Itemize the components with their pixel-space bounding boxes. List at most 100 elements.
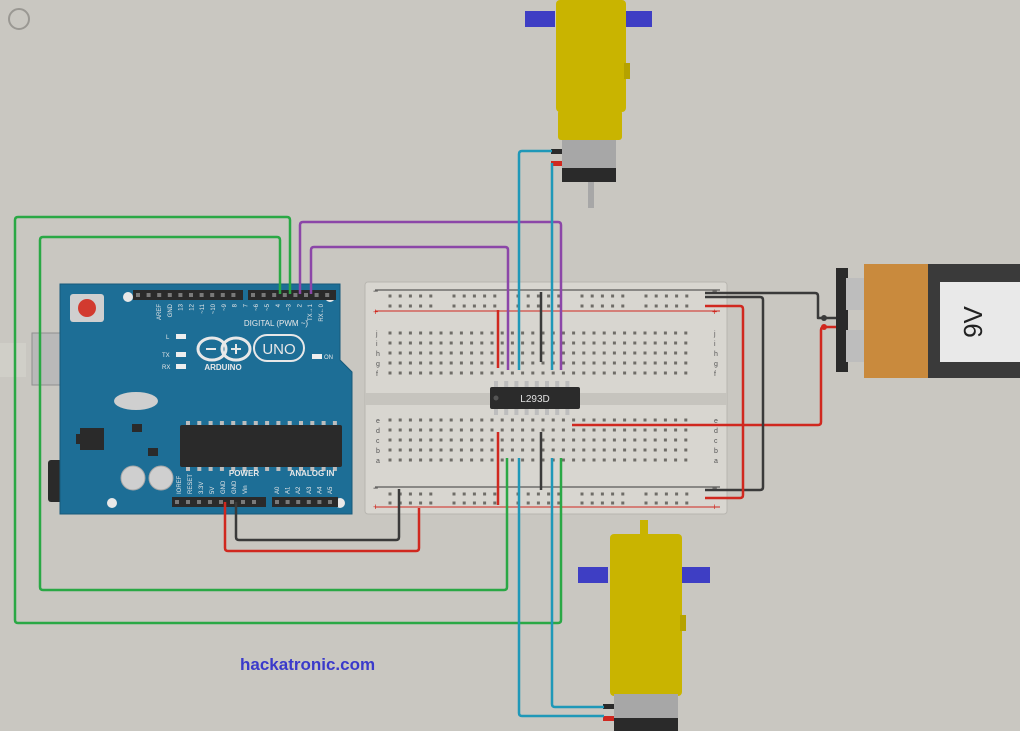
digital-pwm-label: DIGITAL (PWM ~): [244, 319, 309, 328]
pin-label: 2: [297, 303, 303, 307]
row-letter: d: [714, 428, 718, 435]
pin-label: RX←0: [319, 303, 325, 321]
led-label-rx: RX: [162, 365, 170, 371]
on-led-label: ON: [324, 355, 333, 361]
zoom-fit-icon[interactable]: [8, 8, 30, 30]
crystal-oscillator: [114, 392, 158, 410]
rail-minus-label-bottom-right: −: [712, 483, 717, 493]
row-letter: c: [376, 438, 380, 445]
ic-pins: [494, 381, 570, 415]
battery-cap: [836, 268, 848, 372]
battery-terminal-neg: [846, 278, 866, 310]
row-letter: a: [376, 458, 380, 465]
wire-green-outer: [13, 215, 563, 625]
battery-9v[interactable]: 9V: [836, 264, 1020, 378]
row-letter: f: [714, 371, 716, 378]
wire-black-battery: [705, 291, 836, 320]
gearbox-top: [556, 0, 626, 112]
wire-black-gnd: [234, 489, 401, 542]
usb-cable: [0, 343, 26, 377]
wheel-left-top: [525, 11, 555, 27]
rail-plus-label-bottom: +: [373, 502, 378, 512]
board-brand-label: ARDUINO: [204, 363, 241, 372]
pin-label: TX→1: [308, 303, 314, 321]
wires: [13, 149, 836, 718]
pin-label: ~11: [200, 303, 206, 313]
wire-blue-bottom-1: [517, 458, 604, 718]
row-letter: d: [376, 428, 380, 435]
pin-label: A2: [296, 486, 302, 494]
motor-top-terminal-1: [551, 149, 562, 154]
pin-label: RESET: [188, 474, 194, 494]
wheel-right-bottom: [680, 567, 710, 583]
ic-label: L293D: [520, 394, 549, 405]
arduino-logo: UNO ARDUINO: [196, 334, 305, 372]
wire-green-inner: [38, 235, 509, 592]
capacitor-2: [148, 465, 174, 491]
wheel-left-bottom: [578, 567, 608, 583]
pin-label: 13: [179, 303, 185, 310]
pin-label: AREF: [157, 304, 163, 320]
wire-purple-2: [309, 245, 510, 370]
pin-label: GND: [232, 480, 238, 494]
motor-bottom-terminal-1: [603, 704, 614, 709]
wire-blue-bottom-2: [550, 458, 604, 709]
pin-label: 4: [276, 303, 282, 307]
pin-label: 5V: [210, 487, 216, 494]
led-label-tx: TX: [162, 353, 170, 359]
rail-plus-label-top: +: [373, 307, 378, 317]
motor-shaft-top: [588, 182, 594, 208]
row-letter: a: [714, 458, 718, 465]
gearbox-bottom: [610, 534, 682, 696]
rail-minus-label-top: −: [373, 286, 378, 296]
row-letter: b: [376, 448, 380, 455]
analog-header: [272, 497, 338, 507]
pin-label: IOREF: [177, 475, 183, 494]
pin-label: 3.3V: [199, 482, 205, 494]
pin-label: ~10: [211, 303, 217, 314]
dc-motor-bottom[interactable]: [578, 520, 710, 731]
status-leds: L TX RX ON: [162, 334, 333, 371]
voltage-regulator: [80, 428, 104, 450]
pin-label: GND: [221, 480, 227, 494]
pin-label: ~9: [222, 303, 228, 311]
wheel-right-top: [622, 11, 652, 27]
pin-label: 12: [189, 303, 195, 310]
capacitor-1: [120, 465, 146, 491]
power-label: POWER: [229, 469, 259, 478]
pin-label: 7: [243, 303, 249, 307]
reset-button[interactable]: [78, 299, 96, 317]
row-letter: j: [713, 331, 716, 338]
row-letter: e: [714, 418, 718, 425]
analog-in-label: ANALOG IN: [290, 469, 335, 478]
pin-label: 8: [233, 303, 239, 307]
row-letter: b: [714, 448, 718, 455]
wire-black-rail-loop: [705, 295, 765, 492]
rail-plus-label-top-right: +: [712, 307, 717, 317]
row-letter: e: [376, 418, 380, 425]
dc-motor-top[interactable]: [525, 0, 652, 208]
digital-header-right: [248, 290, 336, 300]
row-letter: h: [714, 351, 718, 358]
led-label-l: L: [166, 335, 170, 341]
row-letter: g: [714, 361, 718, 368]
pin-label: GND: [168, 303, 174, 317]
row-letter: i: [376, 341, 378, 348]
wire-blue-top-1: [517, 149, 552, 370]
wire-red-5v: [223, 502, 421, 553]
rail-minus-label-top-right: −: [712, 286, 717, 296]
row-letter: h: [376, 351, 380, 358]
pin-label: ~6: [254, 303, 260, 311]
l293d-chip[interactable]: L293D: [490, 381, 580, 415]
motor-bottom-terminal-2: [603, 716, 614, 721]
rail-plus-label-bottom-right: +: [712, 502, 717, 512]
rail-minus-label-bottom: −: [373, 483, 378, 493]
pin-label: A4: [317, 486, 323, 494]
row-letter: g: [376, 361, 380, 368]
battery-body-orange: [864, 264, 930, 378]
board-model-label: UNO: [262, 341, 295, 358]
